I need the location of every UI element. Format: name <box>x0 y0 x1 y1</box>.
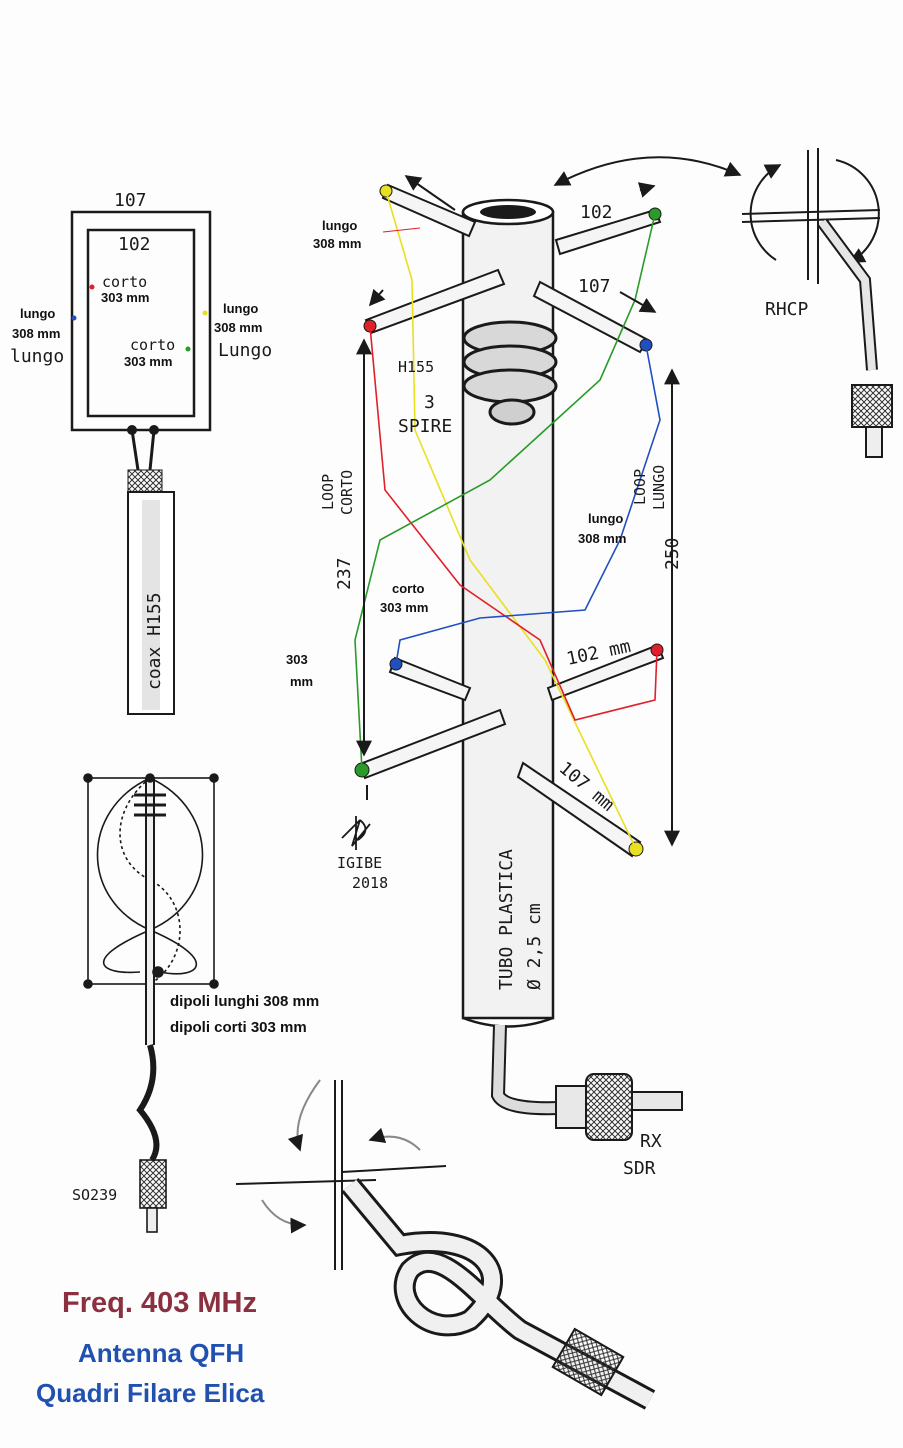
loop-lungo-right-c: Lungo <box>218 340 272 361</box>
h155-label: H155 <box>398 358 434 376</box>
loop-corto-value-a: 303 mm <box>101 290 149 305</box>
title-line2: Quadri Filare Elica <box>36 1378 265 1408</box>
year-label: 2018 <box>352 874 388 892</box>
loop-lungo-left-a: lungo <box>20 306 55 321</box>
connector-label: SO239 <box>72 1186 117 1204</box>
coil-3-turns <box>462 320 558 426</box>
spire-label: SPIRE <box>398 416 452 437</box>
rhcp-sketch: RHCP <box>741 148 893 458</box>
loop-corto-a: LOOP <box>319 474 337 510</box>
loop-lungo-b: LUNGO <box>650 465 668 510</box>
top-lungo-b: 308 mm <box>313 236 361 251</box>
loop-lungo-right-b: 308 mm <box>214 320 262 335</box>
dimension-arrows <box>356 156 742 847</box>
loop-inner-width: 102 <box>118 234 151 255</box>
bottom-sketch <box>235 1079 656 1410</box>
freq-title: Freq. 403 MHz <box>62 1287 257 1319</box>
main-labels: lungo 308 mm 102 107 H155 3 SPIRE LOOP C… <box>286 202 683 1179</box>
loop-lungo-left-b: 308 mm <box>12 326 60 341</box>
mid-corto-a: corto <box>392 581 425 596</box>
top-102: 102 <box>580 202 613 223</box>
loop-lungo-right-a: lungo <box>223 301 258 316</box>
yellow-dot <box>202 310 208 316</box>
mid-lungo-b: 308 mm <box>578 531 626 546</box>
dipoli-corti: dipoli corti 303 mm <box>170 1019 307 1036</box>
top-107: 107 <box>578 276 611 297</box>
rx-label: RX <box>640 1131 662 1152</box>
title-line1: Antenna QFH <box>78 1338 244 1368</box>
tube-label-a: TUBO PLASTICA <box>496 849 517 990</box>
main-antenna: lungo 308 mm 102 107 H155 3 SPIRE LOOP C… <box>286 156 742 1179</box>
rhcp-label: RHCP <box>765 299 809 320</box>
dim-250: 250 <box>662 537 683 570</box>
left-303-a: 303 <box>286 652 308 667</box>
loop-outer-width: 107 <box>114 190 147 211</box>
sdr-label: SDR <box>623 1158 656 1179</box>
loop-corto-label-b: corto <box>130 336 175 354</box>
loop-lungo-a: LOOP <box>631 469 649 505</box>
left-303-b: mm <box>290 674 313 689</box>
loop-lungo-left-c: lungo <box>10 346 64 367</box>
loop-corto-label-a: corto <box>102 273 147 291</box>
coax-label: coax H155 <box>144 592 165 690</box>
top-lungo-a: lungo <box>322 218 357 233</box>
green-dot <box>185 346 191 352</box>
loop-inner-frame <box>86 228 196 418</box>
rx-connector <box>555 1073 683 1141</box>
side-sketch <box>83 773 219 1233</box>
loop-corto-value-b: 303 mm <box>124 354 172 369</box>
red-dot <box>89 284 95 290</box>
loop-outer-frame <box>70 210 212 432</box>
blue-dot <box>71 315 77 321</box>
mid-corto-b: 303 mm <box>380 600 428 615</box>
tube-label-b: Ø 2,5 cm <box>524 903 545 990</box>
spire-number: 3 <box>424 392 435 413</box>
signature-mark <box>341 816 371 850</box>
author-label: IGIBE <box>337 854 382 872</box>
dim-237: 237 <box>334 557 355 590</box>
mid-lungo-a: lungo <box>588 511 623 526</box>
loop-sketch: 107 102 corto 303 mm corto 303 mm lungo … <box>10 190 272 715</box>
loop-corto-b: CORTO <box>338 470 356 515</box>
dipoli-lunghi: dipoli lunghi 308 mm <box>170 993 319 1010</box>
bottom-elements <box>358 643 665 858</box>
